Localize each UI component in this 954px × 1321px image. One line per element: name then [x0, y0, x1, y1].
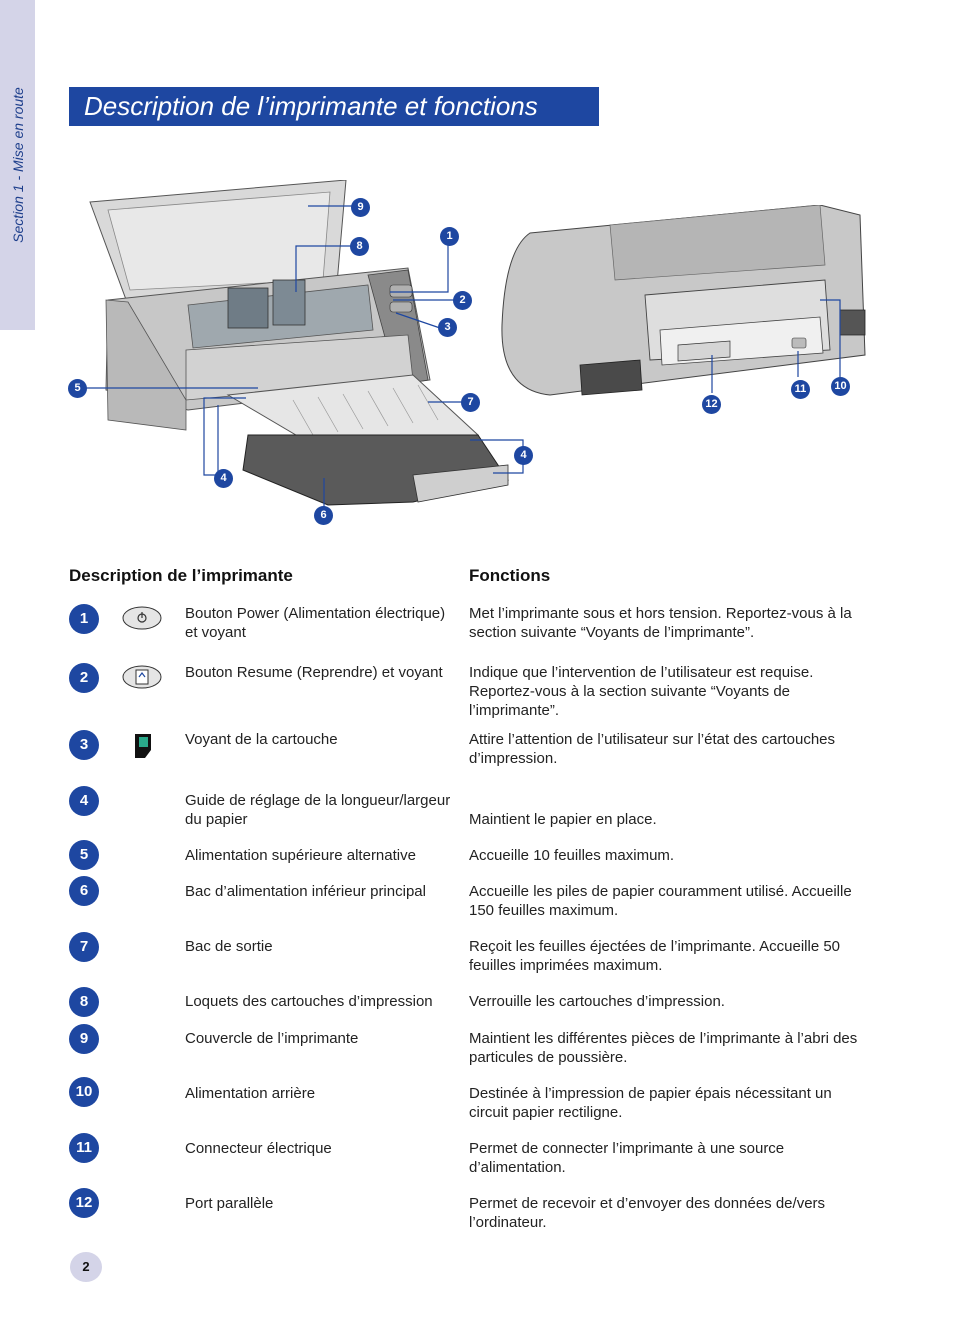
row-number-badge: 6	[69, 876, 99, 906]
printer-rear-illustration: 12 11 10	[490, 205, 870, 420]
row-number-badge: 11	[69, 1133, 99, 1163]
cartridge-light-icon	[121, 730, 163, 758]
callout-badge: 3	[438, 318, 457, 337]
row-number-badge: 3	[69, 730, 99, 760]
row-number-badge: 4	[69, 786, 99, 816]
row-number-badge: 9	[69, 1024, 99, 1054]
row-description: Bac de sortie	[185, 937, 455, 956]
row-number-badge: 7	[69, 932, 99, 962]
callout-badge: 4	[214, 469, 233, 488]
page-number: 2	[70, 1252, 102, 1282]
callout-badge: 10	[831, 377, 850, 396]
row-function: Met l’imprimante sous et hors tension. R…	[469, 604, 859, 642]
callout-badge: 4	[514, 446, 533, 465]
callout-badge: 6	[314, 506, 333, 525]
row-description: Alimentation supérieure alternative	[185, 846, 455, 865]
printer-front-drawing	[68, 180, 538, 525]
resume-button-icon	[121, 663, 163, 691]
callout-badge: 9	[351, 198, 370, 217]
row-description: Port parallèle	[185, 1194, 455, 1213]
row-description: Bac d’alimentation inférieur principal	[185, 882, 455, 901]
row-description: Loquets des cartouches d’impression	[185, 992, 455, 1011]
printer-rear-drawing	[490, 205, 870, 420]
row-number-badge: 2	[69, 663, 99, 693]
row-description: Bouton Resume (Reprendre) et voyant	[185, 663, 455, 682]
power-button-icon	[121, 604, 163, 632]
row-description: Bouton Power (Alimentation électrique) e…	[185, 604, 455, 642]
callout-badge: 7	[461, 393, 480, 412]
row-function: Attire l’attention de l’utilisateur sur …	[469, 730, 859, 768]
row-description: Couvercle de l’imprimante	[185, 1029, 455, 1048]
page-title: Description de l’imprimante et fonctions	[84, 87, 599, 126]
row-number-badge: 8	[69, 987, 99, 1017]
header-description: Description de l’imprimante	[69, 566, 293, 586]
row-number-badge: 5	[69, 840, 99, 870]
callout-badge: 5	[68, 379, 87, 398]
row-function: Indique que l’intervention de l’utilisat…	[469, 663, 859, 720]
callout-badge: 2	[453, 291, 472, 310]
row-description: Guide de réglage de la longueur/largeur …	[185, 791, 455, 829]
row-function: Maintient les différentes pièces de l’im…	[469, 1029, 859, 1067]
section-tab-label: Section 1 - Mise en route	[10, 87, 26, 243]
row-function: Reçoit les feuilles éjectées de l’imprim…	[469, 937, 859, 975]
row-number-badge: 10	[69, 1077, 99, 1107]
row-description: Voyant de la cartouche	[185, 730, 455, 749]
row-function: Destinée à l’impression de papier épais …	[469, 1084, 859, 1122]
printer-front-illustration: 9 8 1 2 3 5 7 4 4 6	[68, 180, 538, 525]
row-number-badge: 12	[69, 1188, 99, 1218]
row-function: Accueille les piles de papier couramment…	[469, 882, 859, 920]
callout-badge: 11	[791, 380, 810, 399]
callout-badge: 1	[440, 227, 459, 246]
row-function: Permet de connecter l’imprimante à une s…	[469, 1139, 859, 1177]
row-function: Permet de recevoir et d’envoyer des donn…	[469, 1194, 859, 1232]
row-description: Alimentation arrière	[185, 1084, 455, 1103]
header-functions: Fonctions	[469, 566, 550, 586]
row-function: Verrouille les cartouches d’impression.	[469, 992, 859, 1011]
row-description: Connecteur électrique	[185, 1139, 455, 1158]
row-function: Accueille 10 feuilles maximum.	[469, 846, 859, 865]
callout-badge: 12	[702, 395, 721, 414]
callout-badge: 8	[350, 237, 369, 256]
row-number-badge: 1	[69, 604, 99, 634]
title-bar: Description de l’imprimante et fonctions	[69, 87, 599, 126]
row-function: Maintient le papier en place.	[469, 810, 859, 829]
section-tab: Section 1 - Mise en route	[0, 0, 35, 330]
